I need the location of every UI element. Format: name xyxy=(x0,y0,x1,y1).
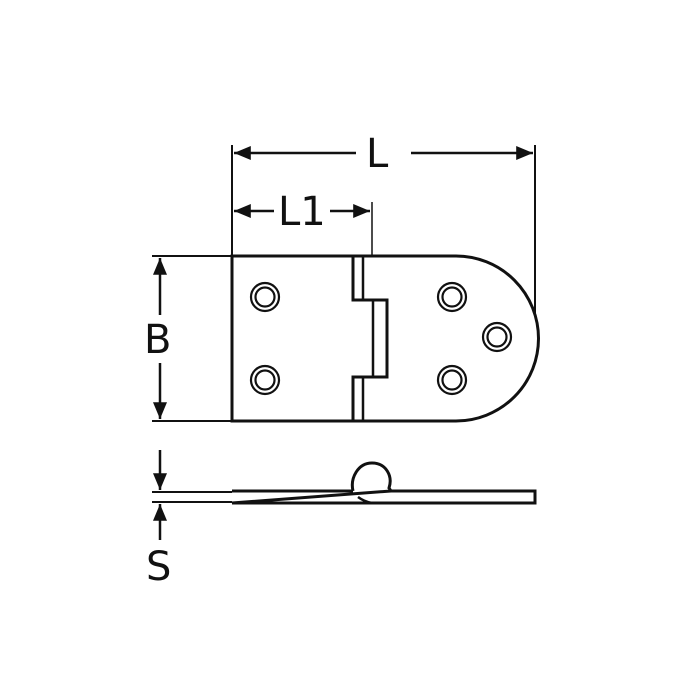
dimension-label-L1: L1 xyxy=(274,192,330,232)
hole-left-top xyxy=(249,281,281,313)
side-knuckle-loop xyxy=(350,461,393,492)
side-plate xyxy=(231,489,537,505)
hole-right-middle xyxy=(481,321,513,353)
side-knuckle-bottom xyxy=(357,495,373,505)
mounting-holes xyxy=(249,281,513,396)
knuckle-profile-outer xyxy=(351,256,389,421)
hinge-side-view xyxy=(152,461,537,505)
dimension-label-S: S xyxy=(144,544,174,590)
dimension-label-B: B xyxy=(142,317,174,363)
plate-outline xyxy=(230,254,540,423)
dimension-label-L: L xyxy=(362,134,393,174)
hole-left-bottom xyxy=(249,364,281,396)
hole-right-top xyxy=(436,281,468,313)
hinge-top-view xyxy=(230,254,540,423)
hole-right-bottom xyxy=(436,364,468,396)
